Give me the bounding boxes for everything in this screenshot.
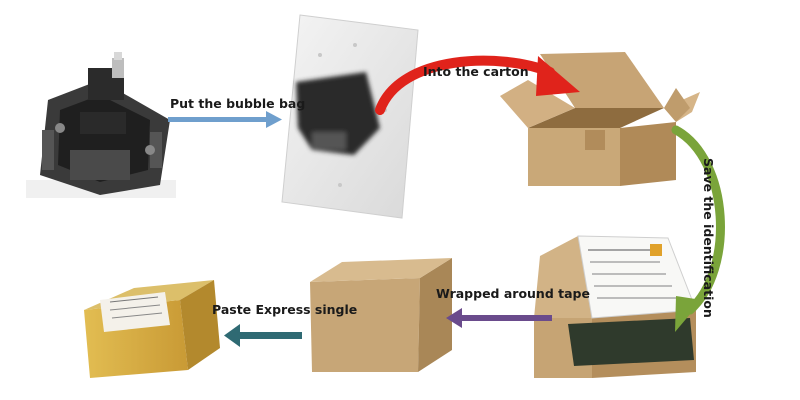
bubble-bag-image bbox=[281, 14, 419, 219]
step-label-bubble-bag: Put the bubble bag bbox=[170, 96, 306, 111]
box-with-identification-image bbox=[534, 235, 697, 378]
arrow-wrapped-tape bbox=[446, 308, 552, 328]
arrow-put-bubble-bag bbox=[168, 111, 282, 128]
arrow-save-identification bbox=[671, 125, 725, 332]
ignition-coil-image bbox=[26, 52, 176, 198]
step-label-wrapped-tape: Wrapped around tape bbox=[436, 286, 590, 301]
step-label-into-carton: Into the carton bbox=[423, 64, 529, 79]
taped-box-with-label-image bbox=[84, 280, 220, 378]
closed-carton-image bbox=[310, 258, 452, 372]
step-label-paste-express: Paste Express single bbox=[212, 302, 358, 317]
arrow-into-carton bbox=[375, 55, 580, 115]
arrow-paste-express bbox=[224, 324, 302, 347]
step-label-save-identification: Save the identification bbox=[701, 158, 716, 318]
open-carton-image bbox=[500, 52, 700, 186]
